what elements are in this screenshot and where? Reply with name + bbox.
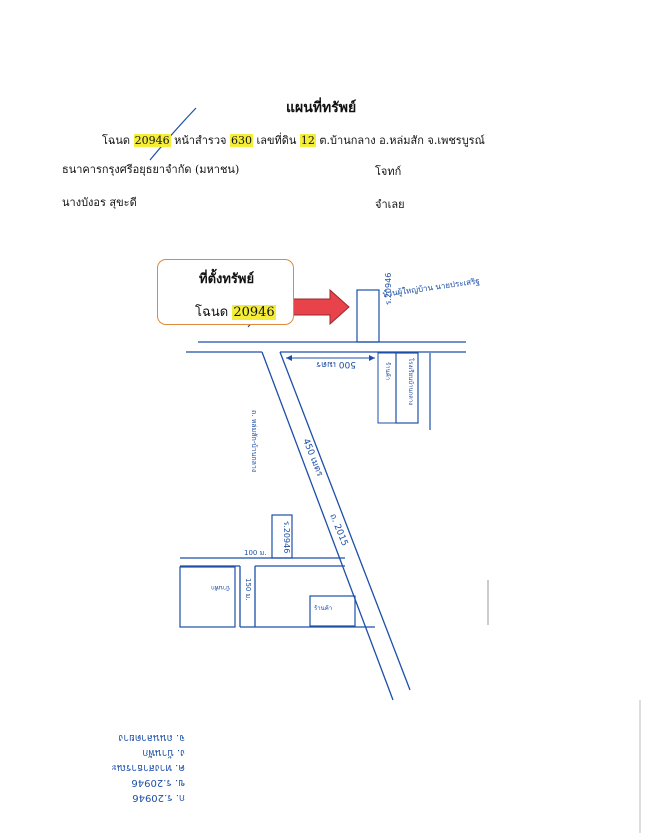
- location-box-title: ที่ตั้งทรัพย์: [199, 272, 255, 287]
- legend-line-1: ก. ร.20946: [132, 792, 185, 803]
- legend-line-3: ค. ทางสาธารณะ: [111, 762, 185, 773]
- main-road: [186, 341, 466, 353]
- land-label: เลขที่ดิน: [256, 134, 297, 147]
- parcel-left-label: บ้านพัก: [211, 584, 230, 591]
- legend-line-5: จ. ถนนลาดยาง: [118, 732, 185, 743]
- pointer-arrow-icon: [291, 288, 350, 326]
- parcel-right-inner-label: ร้านค้า: [384, 362, 391, 380]
- plaintiff-name: ธนาคารกรุงศรีอยุธยาจำกัด (มหาชน): [62, 163, 240, 176]
- distance-100-label: 100 ม.: [244, 549, 266, 557]
- location-box-deed: โฉนด 20946: [195, 301, 276, 322]
- diagonal-road: [261, 351, 411, 701]
- location-deed-number: 20946: [232, 305, 276, 320]
- distance-150-label: 150 ม.: [244, 578, 252, 600]
- top-road-distance: 500 เมตร: [316, 359, 356, 369]
- diag-road-number: ถ. 2015: [327, 512, 349, 547]
- legend-line-4: ง. บ้านพัก: [142, 747, 185, 759]
- parcel-mid-label: ร.20946: [282, 521, 291, 553]
- survey-number: 630: [229, 134, 253, 147]
- parcel-right-inner: [377, 352, 397, 424]
- defendant-label: จำเลย: [375, 198, 405, 211]
- plaintiff-label: โจทก์: [375, 165, 402, 178]
- land-number: 12: [299, 134, 316, 147]
- signature-stroke: [149, 107, 197, 161]
- page-title: แผนที่ทรัพย์: [286, 100, 357, 116]
- location-deed-label: โฉนด: [195, 305, 229, 320]
- deed-label: โฉนด: [102, 134, 131, 147]
- parcel-mid: [271, 514, 293, 559]
- parcel-top: [356, 289, 380, 343]
- parcel-bottom-label: ร้านค้า: [314, 605, 332, 612]
- legend-line-2: ข. ร.20946: [131, 777, 185, 788]
- side-road: [180, 557, 375, 628]
- parcel-right-label: โรงเรียนบ้านกลาง: [407, 358, 415, 405]
- handwritten-legend: ก. ร.20946 ข. ร.20946 ค. ทางสาธารณะ ง. บ…: [111, 732, 185, 803]
- parcel-top-label: ร.20946: [384, 273, 393, 305]
- parcel-top-annotation: บ้านผู้ใหญ่บ้าน นายประเสริฐ: [382, 276, 480, 300]
- survey-label: หน้าสำรวจ: [174, 134, 227, 147]
- defendant-name: นางบังอร สุขะดี: [62, 196, 137, 209]
- deed-number: 20946: [133, 134, 171, 147]
- deed-info-line: โฉนด 20946 หน้าสำรวจ 630 เลขที่ดิน 12 ต.…: [102, 131, 485, 149]
- left-road-label: ถ. หล่มสัก-บ้านกลาง: [250, 410, 258, 472]
- parcel-left: [179, 566, 236, 628]
- address: ต.บ้านกลาง อ.หล่มสัก จ.เพชรบูรณ์: [319, 134, 485, 147]
- parcel-bottom: [309, 595, 356, 627]
